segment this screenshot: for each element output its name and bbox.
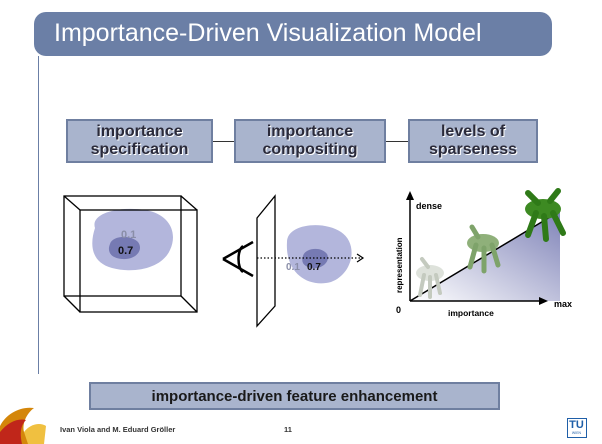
x-max-label: max	[554, 299, 572, 309]
box-importance-specification: importance specification	[66, 119, 213, 163]
tu-wien-logo: TU WIEN	[567, 418, 587, 438]
origin-label: 0	[396, 305, 401, 315]
x-axis-label: importance	[448, 308, 494, 318]
feature-enhancement-label: importance-driven feature enhancement	[89, 382, 500, 410]
left-accent-line	[38, 56, 39, 374]
page-number: 11	[284, 425, 292, 434]
projection-diagram: 0.1 0.7	[222, 194, 365, 328]
box-levels-of-sparseness: levels of sparseness	[408, 119, 538, 163]
eye-pupil-icon	[237, 244, 244, 274]
box-label: importance specification	[90, 123, 189, 158]
cube-wireframe	[63, 195, 198, 313]
outer-value-label: 0.1	[121, 229, 136, 241]
x-axis-arrow-icon	[539, 297, 548, 305]
foot-volume-sparse	[416, 257, 444, 299]
y-axis-arrow-icon	[406, 191, 414, 200]
eye-icon	[222, 240, 254, 278]
tu-logo-text: TU	[569, 419, 584, 431]
image-plane	[256, 194, 276, 328]
title-bar: Importance-Driven Visualization Model	[34, 12, 552, 56]
volume-cube: 0.1 0.7	[63, 195, 198, 313]
box-label: importance compositing	[262, 123, 358, 158]
slide-title: Importance-Driven Visualization Model	[54, 19, 482, 47]
foot-volume-medium	[467, 224, 501, 274]
inner-value-label: 0.7	[118, 245, 133, 257]
box-importance-compositing: importance compositing	[234, 119, 386, 163]
outer-value-label: 0.1	[286, 262, 300, 273]
y-axis-label: representation	[395, 237, 404, 293]
representation-graph: dense representation 0 importance max	[395, 188, 572, 318]
connector-line	[386, 141, 408, 142]
connector-line	[213, 141, 234, 142]
ray-arrowhead	[356, 253, 365, 263]
tu-logo-subtext: WIEN	[571, 431, 582, 435]
dense-label: dense	[416, 201, 442, 211]
box-label: levels of sparseness	[428, 123, 518, 158]
foot-volume-dense	[525, 188, 566, 242]
inner-importance-blob	[108, 236, 141, 260]
footer-authors: Ivan Viola and M. Eduard Gröller	[60, 425, 176, 434]
institute-logo	[0, 407, 46, 444]
inner-importance-blob	[302, 248, 328, 269]
inner-value-label: 0.7	[307, 262, 321, 273]
